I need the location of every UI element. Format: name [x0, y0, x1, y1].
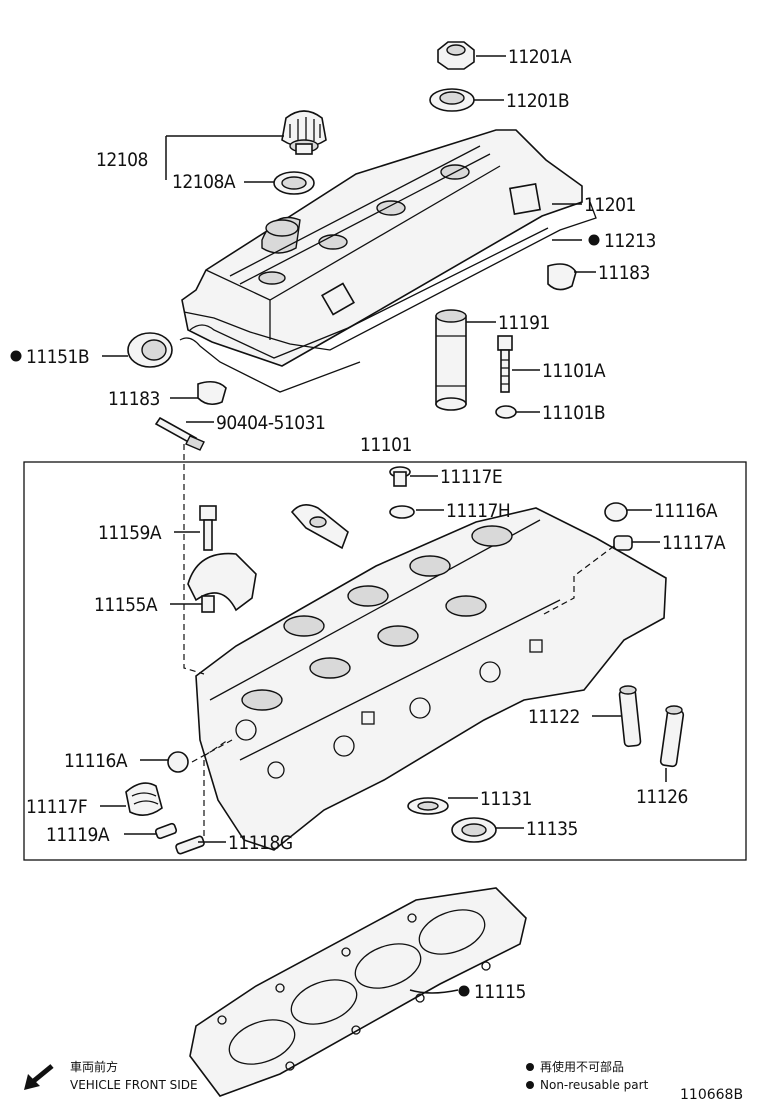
label-11183-left: 11183 [108, 388, 160, 410]
bolt-washer [495, 405, 517, 419]
label-11101A: 11101A [542, 360, 606, 382]
cover-seal-washer [429, 88, 475, 112]
cover-bracket-right [547, 263, 577, 291]
cylinder-head-cover [181, 129, 583, 367]
label-12108A: 12108A [172, 171, 236, 193]
label-11116A-left: 11116A [64, 750, 128, 772]
cover-bolt [497, 335, 513, 393]
plug-11116A-right [604, 502, 628, 522]
filler-cap-gasket [273, 171, 315, 195]
spark-plug-tube [435, 309, 467, 411]
label-11117H: 11117H [446, 500, 510, 522]
washer-11135 [451, 817, 497, 843]
non-reusable-bullet-11151B [10, 350, 22, 362]
label-11135: 11135 [526, 818, 578, 840]
camshaft-bearing-cap [290, 504, 349, 550]
label-11118G: 11118G [228, 832, 293, 854]
pin-11119A [154, 822, 178, 840]
plug-dashed-path [543, 545, 615, 615]
leader-11115 [409, 989, 459, 994]
non-reusable-bullet-11115 [458, 985, 470, 997]
plug-left-dashed-path [191, 739, 233, 763]
cover-gasket [179, 201, 597, 393]
label-11151B: 11151B [26, 346, 89, 368]
cover-bracket-left [197, 380, 227, 406]
label-11191: 11191 [498, 312, 550, 334]
valve-guide-bushing-11122 [618, 685, 642, 748]
non-reusable-bullet-11213 [588, 234, 600, 246]
plug-11116A-left [167, 751, 189, 773]
front-direction-arrow-icon [24, 1064, 54, 1090]
legend-label-jp: 再使用不可部品 [540, 1059, 624, 1074]
bearing-cap-bolt [199, 505, 217, 551]
legend-label-en: Non-reusable part [540, 1078, 649, 1092]
cylinder-head-gasket [189, 887, 527, 1097]
label-11101: 11101 [360, 434, 412, 456]
label-11117A: 11117A [662, 532, 726, 554]
label-11201A: 11201A [508, 46, 572, 68]
plug-11117E [389, 466, 411, 487]
label-11183-right: 11183 [598, 262, 650, 284]
camshaft-bearing-half [187, 552, 257, 612]
camshaft-oil-seal [127, 332, 173, 368]
legend-bullet-icon [526, 1063, 534, 1071]
label-90404-51031: 90404-51031 [216, 412, 325, 434]
plug-11117F [125, 782, 163, 816]
pin-dashed-path [203, 739, 229, 836]
label-11119A: 11119A [46, 824, 110, 846]
cylinder-head-subassembly-frame [23, 461, 747, 861]
label-11116A-right: 11116A [654, 500, 718, 522]
cylinder-head-body [195, 507, 667, 851]
legend-bullet-icon-en [526, 1081, 534, 1089]
leader-12108 [165, 135, 284, 180]
cover-nut [437, 41, 475, 70]
label-11101B: 11101B [542, 402, 605, 424]
label-11117E: 11117E [440, 466, 502, 488]
label-11126: 11126 [636, 786, 688, 808]
washer-11131 [407, 797, 449, 815]
stud-bolt [154, 416, 205, 451]
label-12108: 12108 [96, 149, 148, 171]
label-11201B: 11201B [506, 90, 569, 112]
plug-11117A [613, 535, 633, 551]
diagram-code: 110668B [680, 1087, 743, 1103]
pin-11118G [175, 835, 205, 855]
dowel-pin [201, 595, 215, 613]
label-11117F: 11117F [26, 796, 87, 818]
valve-guide-bushing-11126 [659, 705, 685, 768]
label-11131: 11131 [480, 788, 532, 810]
label-11115: 11115 [474, 981, 526, 1003]
stud-dashed-path [183, 444, 205, 675]
label-11155A: 11155A [94, 594, 158, 616]
direction-label-jp: 車両前方 [70, 1059, 118, 1074]
label-11201: 11201 [584, 194, 636, 216]
label-11159A: 11159A [98, 522, 162, 544]
direction-label-en: VEHICLE FRONT SIDE [70, 1078, 198, 1092]
oil-filler-cap [281, 110, 327, 155]
label-11213: 11213 [604, 230, 656, 252]
label-11122: 11122 [528, 706, 580, 728]
washer-11117H [389, 505, 415, 519]
